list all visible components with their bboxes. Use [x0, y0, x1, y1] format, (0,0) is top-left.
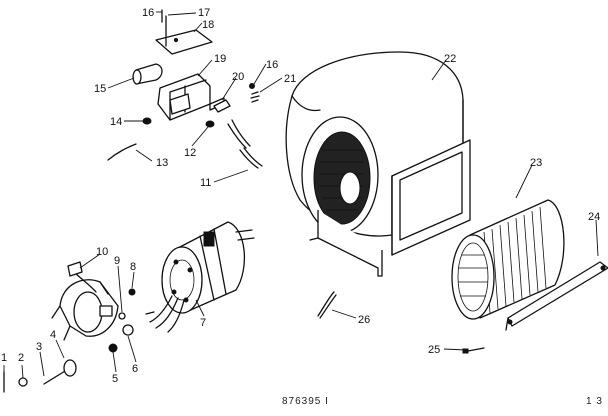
- grommet-14: [142, 117, 152, 125]
- callout-15: 15: [94, 83, 106, 95]
- cutoff-plate: [505, 261, 608, 331]
- callout-17: 17: [198, 7, 210, 19]
- callout-16b: 16: [266, 59, 278, 71]
- callout-25: 25: [428, 344, 440, 356]
- motor-mount: [51, 261, 119, 341]
- callout-5: 5: [112, 373, 118, 385]
- control-bracket: [157, 73, 225, 121]
- cover-plate-18: [155, 29, 213, 55]
- nut-8: [128, 288, 136, 296]
- nut-5: [108, 343, 118, 353]
- wire-13: [107, 143, 137, 161]
- washer-9: [118, 312, 126, 320]
- callout-7: 7: [200, 317, 206, 329]
- callout-12: 12: [184, 147, 196, 159]
- relay-15: [132, 63, 163, 85]
- callout-labels: 1 2 3 4 5 6 7 8 9 10 11 12 13 14 15 16 1…: [1, 7, 600, 385]
- spring-21: [250, 91, 260, 103]
- callout-13: 13: [156, 157, 168, 169]
- callout-3: 3: [36, 341, 42, 353]
- callout-14: 14: [110, 116, 122, 128]
- page-number: 1 3: [586, 396, 603, 407]
- callout-11: 11: [200, 177, 211, 189]
- callout-6: 6: [132, 363, 138, 375]
- grommet-12: [205, 120, 215, 128]
- callout-4: 4: [50, 329, 56, 341]
- wire-clip-26: [317, 291, 337, 319]
- screw-16b: [249, 83, 255, 89]
- screw-25: [462, 347, 485, 354]
- callout-21: 21: [284, 73, 296, 85]
- callout-26: 26: [358, 314, 370, 326]
- callout-10: 10: [96, 246, 108, 258]
- callout-16a: 16: [142, 7, 154, 19]
- callout-8: 8: [130, 261, 136, 273]
- washer-6: [122, 324, 134, 336]
- blower-motor: [145, 221, 255, 333]
- callout-23: 23: [530, 157, 542, 169]
- leader-lines: [3, 11, 599, 379]
- wire-harness-11: [227, 119, 263, 169]
- shaft-bolt-3: [43, 359, 77, 385]
- callout-2: 2: [18, 352, 24, 364]
- washer-2: [18, 377, 28, 387]
- drawing-code: 876395 I: [282, 396, 329, 407]
- callout-20: 20: [232, 71, 244, 83]
- clip-20: [213, 99, 231, 113]
- callout-18: 18: [202, 19, 214, 31]
- callout-19: 19: [214, 53, 226, 65]
- blower-wheel: [451, 199, 565, 320]
- callout-9: 9: [114, 255, 120, 267]
- callout-24: 24: [588, 211, 600, 223]
- callout-1: 1: [1, 352, 7, 364]
- callout-22: 22: [444, 53, 456, 65]
- blower-housing: [285, 51, 471, 277]
